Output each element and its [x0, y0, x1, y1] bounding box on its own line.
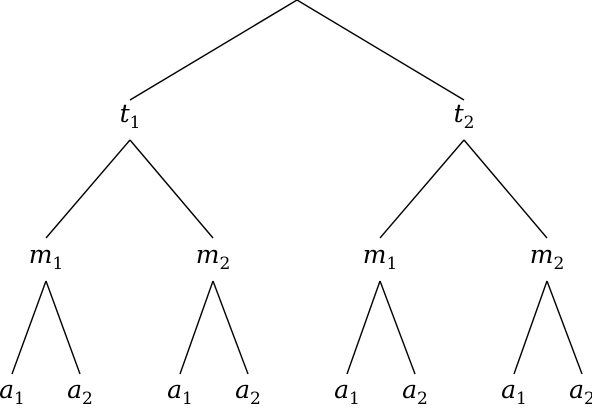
tree-edge-depth3 — [379, 280, 416, 375]
tree-edge-depth3 — [546, 280, 583, 375]
node-label-depth3: a2 — [67, 375, 93, 408]
node-label-subscript: 2 — [82, 389, 93, 408]
node-label-depth3: a2 — [569, 375, 592, 408]
node-label-depth1: t2 — [454, 99, 475, 133]
node-label-depth2: m1 — [29, 240, 64, 274]
node-label-depth2: m2 — [196, 240, 231, 274]
tree-edge-depth3 — [513, 280, 548, 375]
node-label-depth1: t1 — [120, 99, 141, 133]
tree-edge-depth3 — [11, 280, 47, 375]
node-label-base: a — [334, 375, 349, 404]
tree-edge-depth1 — [296, 0, 465, 101]
node-label-base: a — [0, 375, 14, 404]
node-label-base: m — [196, 240, 220, 269]
tree-edge-depth2 — [463, 139, 548, 239]
tree-edges — [11, 0, 583, 375]
node-label-subscript: 1 — [52, 254, 63, 274]
node-label-depth2: m2 — [530, 240, 565, 274]
node-label-base: m — [363, 240, 387, 269]
node-label-depth3: a1 — [167, 375, 193, 408]
tree-edge-depth2 — [45, 139, 131, 239]
tree-edge-depth3 — [45, 280, 81, 375]
node-label-base: t — [120, 99, 131, 128]
tree-edge-depth3 — [179, 280, 214, 375]
node-label-subscript: 1 — [182, 389, 193, 408]
tree-edge-depth1 — [129, 0, 298, 101]
node-label-subscript: 2 — [250, 389, 261, 408]
node-label-base: a — [235, 375, 250, 404]
node-label-base: m — [29, 240, 53, 269]
node-label-subscript: 2 — [553, 254, 564, 274]
node-label-subscript: 1 — [349, 389, 360, 408]
node-label-base: t — [454, 99, 465, 128]
node-label-base: m — [530, 240, 554, 269]
tree-edge-depth3 — [212, 280, 249, 375]
node-label-base: a — [167, 375, 182, 404]
node-label-subscript: 1 — [14, 389, 25, 408]
node-label-depth2: m1 — [363, 240, 398, 274]
node-label-subscript: 2 — [584, 389, 592, 408]
node-label-depth3: a2 — [402, 375, 428, 408]
node-label-depth3: a1 — [501, 375, 527, 408]
tree-edge-depth2 — [379, 139, 465, 239]
tree-edge-depth2 — [129, 139, 214, 239]
node-label-base: a — [569, 375, 584, 404]
node-label-subscript: 1 — [130, 113, 141, 133]
node-label-depth3: a2 — [235, 375, 261, 408]
node-label-subscript: 2 — [464, 113, 475, 133]
node-label-subscript: 1 — [386, 254, 397, 274]
node-label-base: a — [402, 375, 417, 404]
node-label-subscript: 1 — [516, 389, 527, 408]
node-label-depth3: a1 — [334, 375, 360, 408]
tree-edge-depth3 — [346, 280, 381, 375]
node-label-subscript: 2 — [417, 389, 428, 408]
node-label-base: a — [501, 375, 516, 404]
node-label-depth3: a1 — [0, 375, 25, 408]
node-label-base: a — [67, 375, 82, 404]
node-label-subscript: 2 — [219, 254, 230, 274]
